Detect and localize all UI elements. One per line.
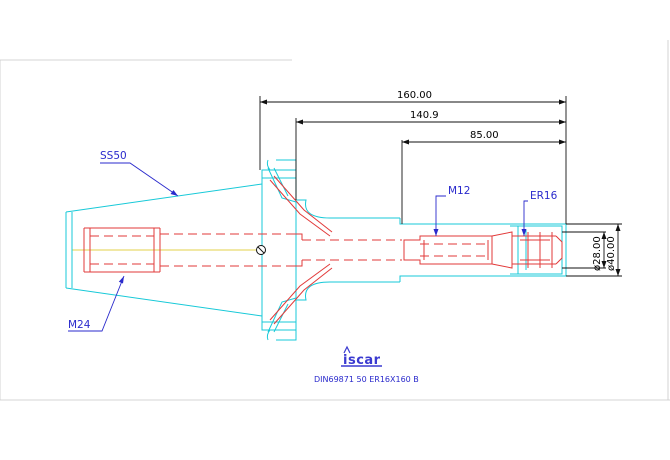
- sheet-border: [0, 40, 670, 401]
- holder-outline: [65, 159, 567, 341]
- label-screw-thread: M12: [448, 185, 470, 197]
- dim-bore-diameter: ø28.00: [592, 236, 603, 271]
- iscar-logo: iscar: [341, 345, 382, 368]
- dim-shank-length: 140.9: [410, 110, 439, 121]
- internal-features: [83, 175, 563, 325]
- retention-hole-hatch: [257, 246, 265, 254]
- dim-outer-diameter: ø40.00: [606, 236, 617, 271]
- logo-text: iscar: [343, 353, 381, 368]
- dim-overall-length: 160.00: [397, 90, 432, 101]
- dim-bore-depth: 85.00: [470, 130, 499, 141]
- annotation-leaders: [68, 162, 528, 332]
- dimension-lines: [259, 96, 622, 277]
- label-collet: ER16: [530, 190, 558, 202]
- tool-designation: DIN69871 50 ER16X160 B: [314, 375, 419, 384]
- label-taper: SS50: [100, 150, 127, 162]
- label-retention-thread: M24: [68, 319, 91, 331]
